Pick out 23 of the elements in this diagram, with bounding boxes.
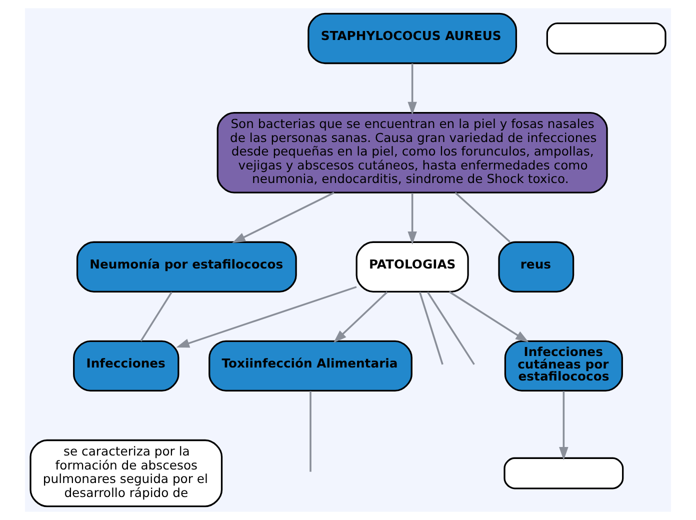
node-box	[546, 22, 666, 54]
arrow	[448, 291, 529, 342]
arrow	[408, 193, 417, 245]
arrow	[176, 286, 357, 348]
arrow	[232, 192, 334, 244]
node-box: Toxiinfección Alimentaria	[208, 340, 412, 392]
node-box: reus	[498, 241, 574, 292]
arrow	[333, 291, 388, 343]
node-box: Infecciones	[73, 340, 180, 392]
node-box: STAPHYLOCOCUS AUREUS	[308, 12, 518, 64]
node-box: PATOLOGIAS	[356, 241, 469, 292]
node-box: Neumonía por estafilococos	[76, 241, 297, 292]
arrow	[559, 391, 568, 460]
connector	[140, 292, 172, 342]
node-box: Son bacterias que se encuentran en la piel y fosas nasales de las personas sanas. Causa gran variedad de infecciones desde pequeñas en la piel, como los forunculos, ampollas, vejigas y abscesos cutáneos, hasta enfermedades como neumonia, endocarditis, sindrome de Shock toxico.	[216, 112, 608, 194]
connector	[454, 192, 510, 242]
connector	[426, 292, 475, 365]
connector	[418, 292, 444, 365]
node-box: Infecciones cutáneas por estafilococos	[504, 340, 623, 392]
connector	[310, 391, 312, 472]
node-box	[504, 457, 624, 490]
node-box: se caracteriza por la formación de abscesos pulmonares seguida por el desarrollo rápido de	[30, 439, 223, 508]
arrow	[408, 64, 417, 116]
